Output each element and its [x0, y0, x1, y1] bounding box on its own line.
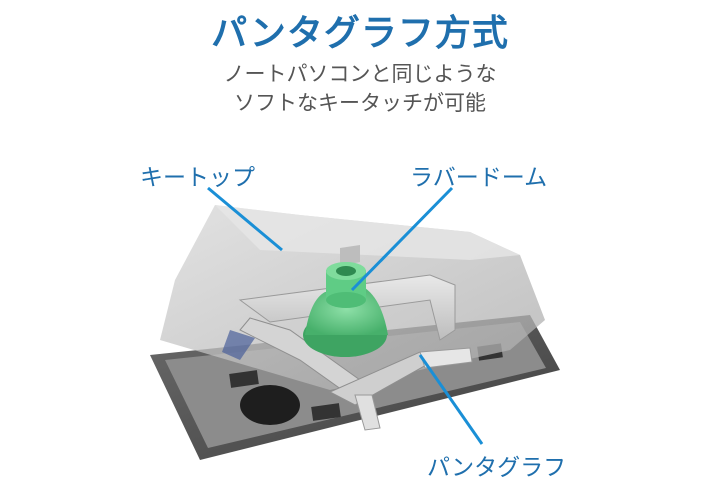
subtitle: ノートパソコンと同じような ソフトなキータッチが可能 [0, 60, 720, 118]
label-keytop: キートップ [140, 165, 255, 191]
label-pantograph: パンタグラフ [427, 455, 567, 481]
leader-pantograph [418, 354, 484, 445]
page-title: パンタグラフ方式 [211, 13, 509, 54]
leader-rubber-dome [350, 186, 454, 292]
leader-lines [207, 186, 484, 445]
subtitle-line-1: ノートパソコンと同じような [223, 62, 497, 86]
rubber-dome [303, 262, 388, 357]
label-rubber-dome: ラバードーム [410, 165, 548, 191]
leader-keytop [207, 186, 283, 252]
subtitle-line-2: ソフトなキータッチが可能 [234, 91, 486, 115]
